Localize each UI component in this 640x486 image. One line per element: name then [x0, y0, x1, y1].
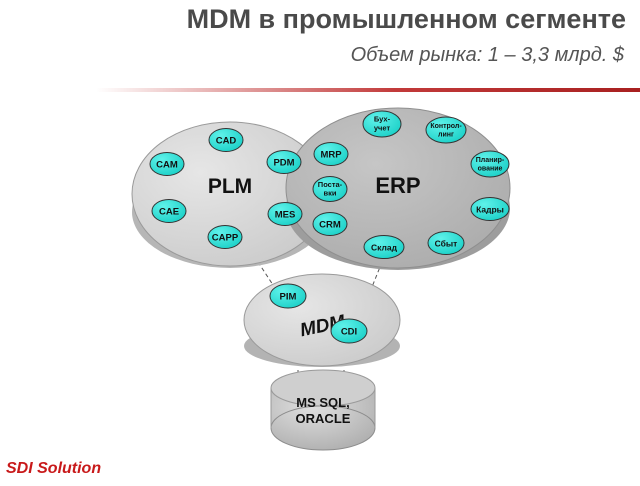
module-kontroling-label-2: линг — [438, 132, 454, 139]
module-buhuchet-label-2: учет — [374, 124, 391, 133]
module-cam-label: CAM — [156, 160, 178, 171]
module-kadry-label: Кадры — [476, 205, 504, 215]
module-buhuchet: Бух- учет — [362, 110, 402, 138]
module-postavki: Поста- вки — [312, 176, 348, 202]
module-pdm-label: PDM — [273, 158, 294, 169]
module-kontroling: Контрол- линг — [425, 116, 467, 144]
module-postavki-label-1: Поста- — [318, 180, 343, 189]
module-crm-label: CRM — [319, 220, 341, 231]
module-pdm: PDM — [266, 150, 302, 174]
plm-label: PLM — [208, 175, 252, 198]
module-sklad-label: Склад — [371, 243, 398, 253]
module-buhuchet-label-1: Бух- — [374, 115, 391, 124]
module-cad-label: CAD — [216, 136, 237, 147]
module-sbyt-label: Сбыт — [435, 239, 458, 249]
module-kontroling-label-1: Контрол- — [430, 123, 462, 130]
module-planirovanie-label-1: Планир- — [476, 157, 505, 164]
module-cdi: CDI — [330, 318, 368, 344]
database-label-line-2: ORACLE — [296, 411, 351, 426]
page-title: MDM в промышленном сегменте — [186, 4, 626, 34]
module-pim: PIM — [269, 283, 307, 309]
module-sklad: Склад — [363, 235, 405, 259]
module-capp-label: CAPP — [212, 233, 239, 244]
database-cylinder: MS SQL, ORACLE — [270, 369, 376, 451]
module-crm: CRM — [312, 212, 348, 236]
module-mrp-label: MRP — [320, 150, 342, 161]
module-cae: CAE — [151, 199, 187, 223]
module-capp: CAPP — [207, 225, 243, 249]
database-label-line-1: MS SQL, — [296, 395, 349, 410]
module-planirovanie-label-2: ование — [478, 166, 503, 173]
module-mes-label: MES — [275, 210, 296, 221]
module-cdi-label: CDI — [341, 327, 357, 338]
module-pim-label: PIM — [280, 292, 297, 303]
module-planirovanie: Планир- ование — [470, 150, 510, 178]
brand-logo-text: SDI Solution — [6, 460, 102, 477]
module-postavki-label-2: вки — [324, 189, 337, 198]
page-subtitle: Объем рынка: 1 – 3,3 млрд. $ — [350, 44, 624, 66]
mdm-system: MDM — [243, 273, 401, 367]
module-cam: CAM — [149, 152, 185, 176]
module-cad: CAD — [208, 128, 244, 152]
erp-label: ERP — [375, 173, 420, 198]
header-divider — [96, 88, 640, 92]
module-cae-label: CAE — [159, 207, 179, 218]
module-mes: MES — [267, 202, 303, 226]
module-mrp: MRP — [313, 142, 349, 166]
module-sbyt: Сбыт — [427, 231, 465, 255]
module-kadry: Кадры — [470, 197, 510, 221]
